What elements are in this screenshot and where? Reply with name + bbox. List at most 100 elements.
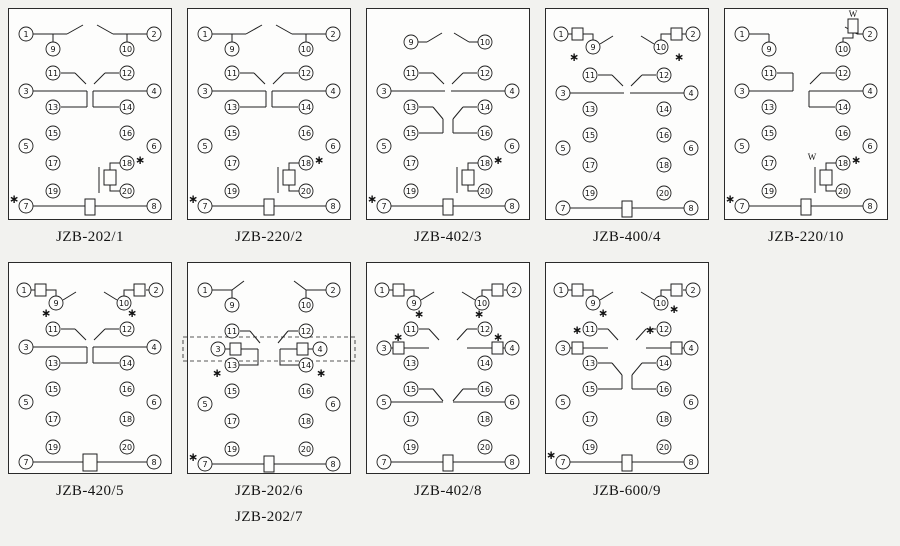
terminal-13: 13 bbox=[403, 99, 419, 115]
terminal-number: 5 bbox=[560, 398, 565, 407]
terminal-circle bbox=[761, 65, 777, 81]
terminal-number: 20 bbox=[659, 443, 669, 452]
contact-wire bbox=[288, 185, 299, 192]
contact-wire bbox=[842, 33, 854, 42]
terminal-8: 8 bbox=[325, 198, 341, 214]
terminal-14: 14 bbox=[477, 355, 493, 371]
terminal-3: 3 bbox=[18, 339, 34, 355]
coil-symbol bbox=[84, 198, 96, 216]
terminal-circle bbox=[504, 454, 520, 470]
contact-wire bbox=[583, 289, 594, 296]
terminal-number: 3 bbox=[215, 345, 220, 354]
terminal-number: 17 bbox=[585, 415, 595, 424]
terminal-6: 6 bbox=[146, 394, 162, 410]
contact-wire bbox=[275, 24, 293, 35]
terminal-15: 15 bbox=[582, 127, 598, 143]
contact-wire bbox=[420, 291, 435, 301]
terminal-circle bbox=[477, 411, 493, 427]
terminal-number: 14 bbox=[838, 103, 848, 112]
coil-symbol bbox=[819, 169, 833, 186]
terminal-6: 6 bbox=[146, 138, 162, 154]
terminal-circle bbox=[734, 26, 750, 42]
terminal-5: 5 bbox=[18, 394, 34, 410]
terminal-number: 12 bbox=[122, 69, 132, 78]
terminal-circle bbox=[835, 183, 851, 199]
contact-wire bbox=[660, 33, 671, 40]
terminal-number: 13 bbox=[406, 359, 416, 368]
panel-label: JZB-420/5 bbox=[56, 483, 124, 499]
terminal-number: 19 bbox=[406, 443, 416, 452]
terminal-number: 20 bbox=[122, 187, 132, 196]
contact-wire bbox=[109, 162, 120, 170]
terminal-number: 3 bbox=[739, 87, 744, 96]
contact-wire bbox=[599, 291, 614, 301]
terminal-circle bbox=[45, 183, 61, 199]
terminal-number: 4 bbox=[509, 344, 514, 353]
terminal-number: 13 bbox=[585, 359, 595, 368]
dashed-group-box bbox=[182, 336, 356, 362]
terminal-9: 9 bbox=[224, 41, 240, 57]
terminal-number: 18 bbox=[122, 415, 132, 424]
terminal-17: 17 bbox=[45, 411, 61, 427]
terminal-circle bbox=[582, 67, 598, 83]
terminal-number: 9 bbox=[590, 43, 595, 52]
terminal-number: 17 bbox=[227, 417, 237, 426]
terminal-number: 13 bbox=[227, 361, 237, 370]
contact-wire bbox=[279, 349, 299, 366]
terminal-3: 3 bbox=[555, 85, 571, 101]
terminal-circle bbox=[45, 355, 61, 371]
terminal-number: 15 bbox=[227, 387, 237, 396]
terminal-6: 6 bbox=[683, 394, 699, 410]
contact-wire bbox=[453, 32, 470, 43]
terminal-number: 8 bbox=[688, 458, 693, 467]
terminal-circle bbox=[862, 26, 878, 42]
terminal-circle bbox=[582, 439, 598, 455]
contact-wire bbox=[93, 72, 106, 85]
terminal-circle bbox=[504, 394, 520, 410]
terminal-number: 20 bbox=[301, 445, 311, 454]
contact-wire bbox=[611, 362, 623, 376]
terminal-number: 2 bbox=[330, 286, 335, 295]
terminal-circle bbox=[835, 65, 851, 81]
terminal-15: 15 bbox=[403, 125, 419, 141]
terminal-circle bbox=[582, 411, 598, 427]
terminal-circle bbox=[312, 341, 328, 357]
terminal-5: 5 bbox=[376, 138, 392, 154]
terminal-circle bbox=[474, 295, 490, 311]
terminal-5: 5 bbox=[197, 138, 213, 154]
terminal-number: 4 bbox=[151, 343, 156, 352]
terminal-number: 7 bbox=[560, 204, 565, 213]
terminal-circle bbox=[504, 83, 520, 99]
terminal-circle bbox=[582, 185, 598, 201]
terminal-12: 12 bbox=[298, 323, 314, 339]
terminal-19: 19 bbox=[582, 185, 598, 201]
terminal-number: 7 bbox=[23, 202, 28, 211]
terminal-number: 15 bbox=[227, 129, 237, 138]
terminal-6: 6 bbox=[683, 140, 699, 156]
terminal-11: 11 bbox=[582, 321, 598, 337]
coil-symbol bbox=[571, 27, 584, 41]
terminal-circle bbox=[685, 282, 701, 298]
terminal-12: 12 bbox=[656, 67, 672, 83]
terminal-number: 12 bbox=[659, 325, 669, 334]
terminal-20: 20 bbox=[835, 183, 851, 199]
terminal-11: 11 bbox=[224, 323, 240, 339]
terminal-circle bbox=[224, 297, 240, 313]
terminal-circle bbox=[146, 198, 162, 214]
contact-wire bbox=[109, 185, 120, 192]
coil-symbol bbox=[392, 283, 405, 297]
contact-wire bbox=[599, 35, 614, 45]
panel-label: JZB-220/10 bbox=[768, 229, 844, 245]
terminal-11: 11 bbox=[403, 321, 419, 337]
terminal-circle bbox=[835, 125, 851, 141]
terminal-circle bbox=[477, 355, 493, 371]
terminal-number: 2 bbox=[153, 286, 158, 295]
terminal-circle bbox=[555, 85, 571, 101]
